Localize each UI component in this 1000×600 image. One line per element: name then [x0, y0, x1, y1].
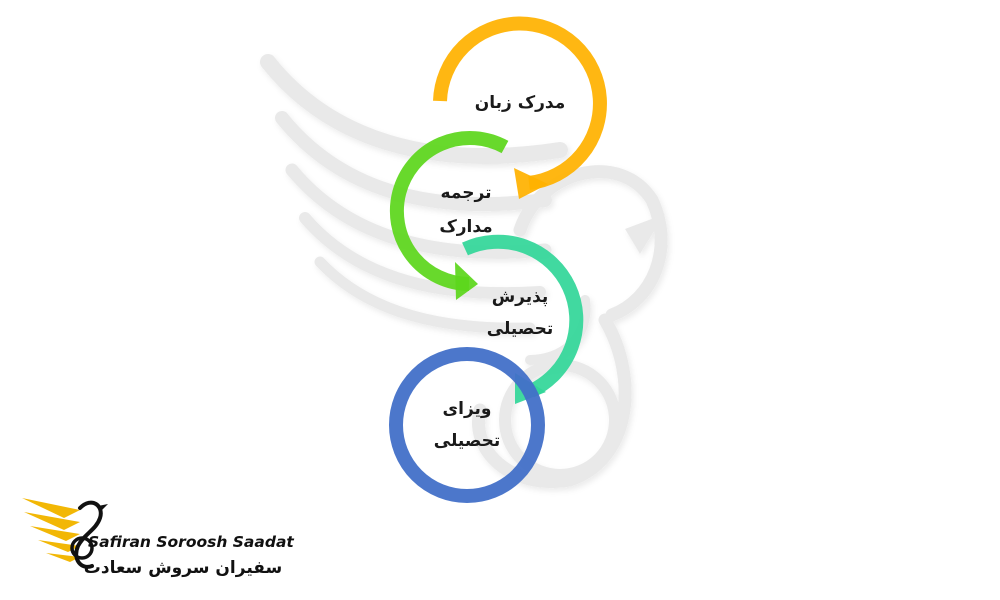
- step-2-label-line-2: مدارک: [439, 217, 492, 237]
- step-1-ring: [433, 16, 607, 199]
- step-1-label-line-1: مدرک زبان: [475, 93, 566, 113]
- step-2-label: ترجمه مدارک: [439, 183, 492, 237]
- brand-name-fa: سفیران سروش سعادت: [84, 558, 282, 578]
- swan-wing-watermark-icon: [260, 54, 668, 488]
- step-3-label-line-1: پذیرش: [492, 287, 549, 307]
- step-4-ring: [389, 347, 545, 503]
- step-1-label: مدرک زبان: [475, 93, 566, 113]
- step-4-label-line-1: ویزای: [443, 399, 492, 419]
- step-3-label: پذیرش تحصیلی: [487, 287, 553, 339]
- step-4-label: ویزای تحصیلی: [434, 399, 500, 451]
- brand-name-en: Safiran Soroosh Saadat: [88, 533, 294, 551]
- process-steps: [389, 16, 607, 503]
- step-2-arrow-icon: [455, 262, 478, 300]
- winged-swan-logo-icon: [22, 498, 108, 569]
- step-2-label-line-1: ترجمه: [441, 183, 492, 203]
- step-4-label-line-2: تحصیلی: [434, 431, 500, 451]
- step-3-label-line-2: تحصیلی: [487, 319, 553, 339]
- step-2-ring: [389, 131, 509, 300]
- brand-logo: Safiran Soroosh Saadat سفیران سروش سعادت: [22, 498, 294, 578]
- step-1-arrow-icon: [514, 168, 548, 199]
